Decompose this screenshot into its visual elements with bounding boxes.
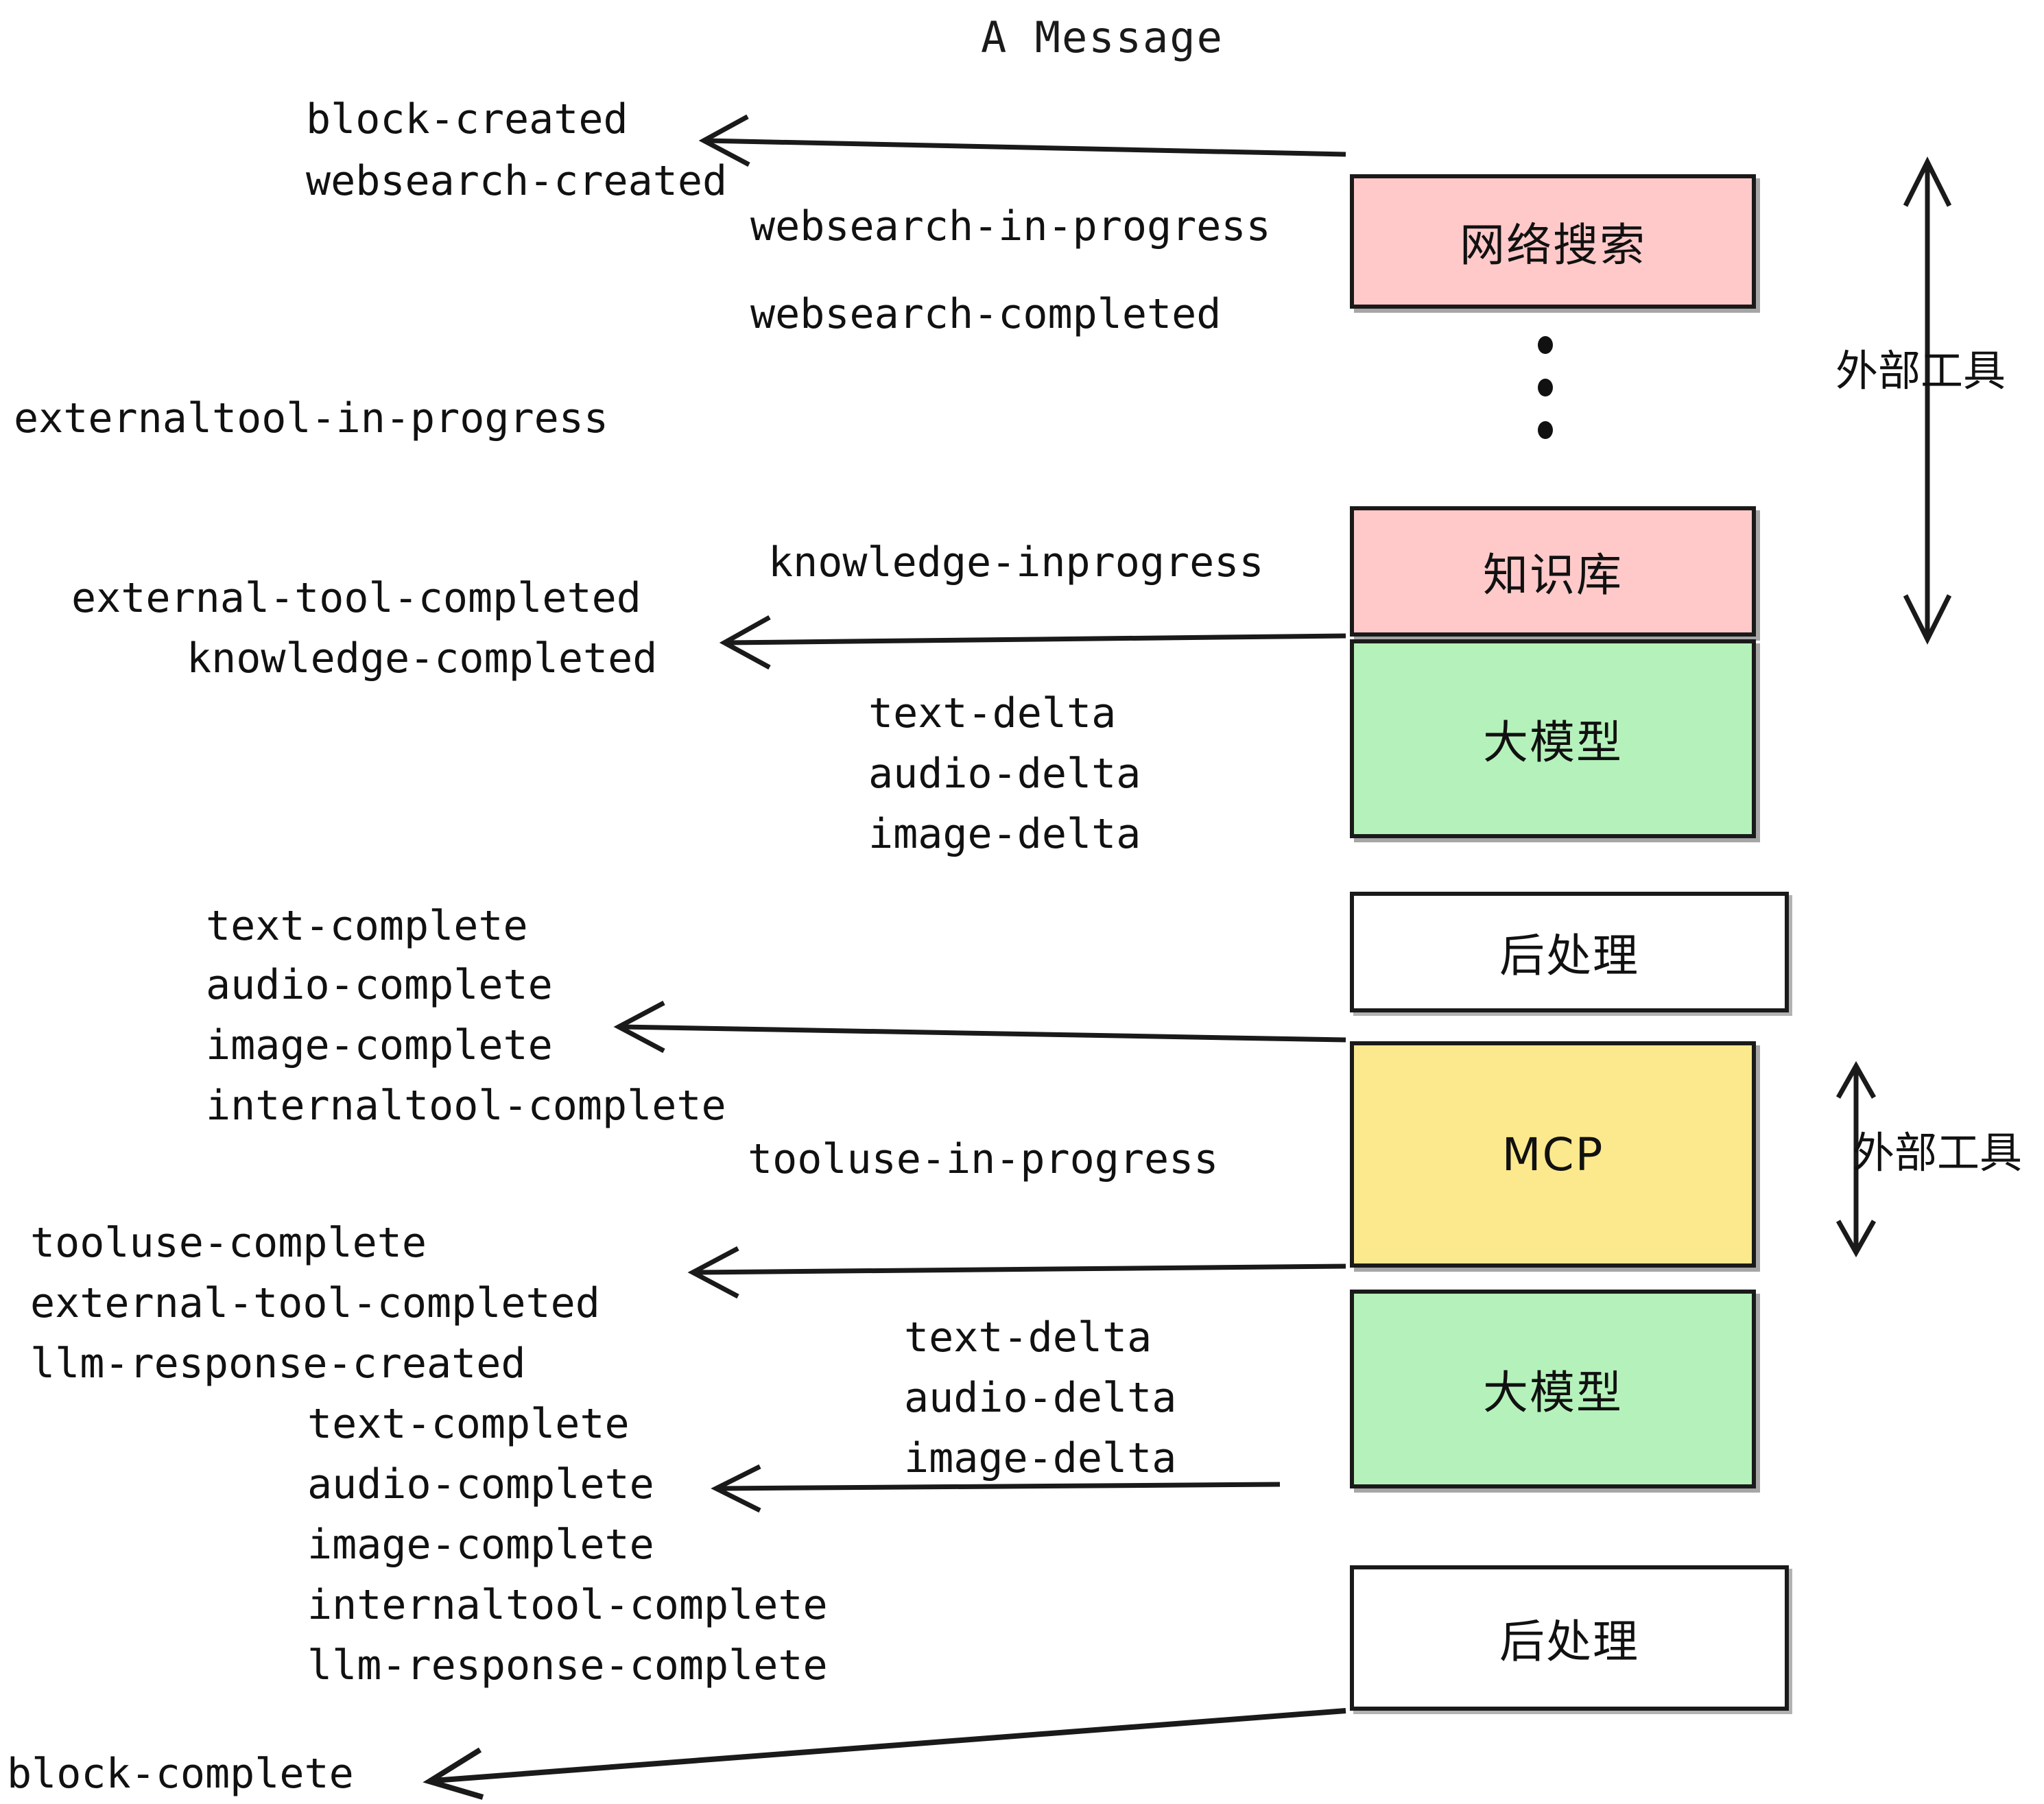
external-tools-bracket-bottom [1835,1060,1877,1258]
arrow-mcp-to-tooluse-complete [687,1246,1346,1299]
event-internaltool-complete-1: internaltool-complete [206,1082,726,1130]
event-text-delta-1: text-delta [868,689,1117,737]
event-image-delta-2: image-delta [904,1434,1177,1482]
event-knowledge-inprogress: knowledge-inprogress [768,538,1264,586]
box-mcp-label: MCP [1501,1128,1604,1181]
event-block-created: block-created [306,95,628,143]
arrow-llm2-to-audiocomplete [711,1464,1281,1513]
event-llm-response-complete: llm-response-complete [307,1641,828,1689]
external-tools-label-top: 外部工具 [1835,346,2006,396]
box-postprocess-2[interactable]: 后处理 [1350,1565,1789,1711]
box-knowledge[interactable]: 知识库 [1350,506,1756,637]
box-postprocess-1-label: 后处理 [1499,929,1639,982]
event-image-complete-1: image-complete [206,1021,553,1069]
box-llm-2-label: 大模型 [1483,1366,1623,1419]
arrow-websearch-to-created [698,114,1346,167]
event-image-complete-2: image-complete [307,1521,654,1569]
event-externaltool-in-progress: externaltool-in-progress [14,394,608,442]
vertical-ellipsis-icon [1538,336,1553,439]
arrow-postprocess2-to-blockcomplete [423,1708,1346,1800]
page-title: A Message [981,12,1224,62]
event-audio-complete-2: audio-complete [307,1460,654,1508]
event-audio-delta-1: audio-delta [868,750,1141,798]
event-websearch-created: websearch-created [306,157,728,205]
event-text-complete-2: text-complete [307,1400,630,1448]
box-knowledge-label: 知识库 [1483,549,1623,602]
event-websearch-completed: websearch-completed [750,290,1222,338]
event-knowledge-completed: knowledge-completed [187,634,658,683]
box-websearch-label: 网络搜索 [1460,219,1646,272]
box-websearch[interactable]: 网络搜索 [1350,174,1756,309]
event-external-tool-completed: external-tool-completed [71,574,641,622]
external-tools-bracket-top [1903,156,1952,645]
event-tooluse-complete: tooluse-complete [30,1219,427,1267]
box-postprocess-1[interactable]: 后处理 [1350,892,1789,1012]
box-llm-1[interactable]: 大模型 [1350,639,1756,838]
event-image-delta-1: image-delta [868,810,1141,858]
event-websearch-in-progress: websearch-in-progress [750,202,1271,250]
box-llm-2[interactable]: 大模型 [1350,1290,1756,1488]
box-mcp[interactable]: MCP [1350,1041,1756,1268]
event-audio-delta-2: audio-delta [904,1374,1177,1422]
event-block-complete: block-complete [7,1750,354,1798]
event-external-tool-completed-2: external-tool-completed [30,1279,600,1327]
event-tooluse-in-progress: tooluse-in-progress [748,1135,1219,1183]
event-internaltool-complete-2: internaltool-complete [307,1581,828,1629]
event-text-delta-2: text-delta [904,1314,1152,1362]
arrow-postprocess1-to-imagecomplete [613,1000,1346,1054]
box-llm-1-label: 大模型 [1483,716,1623,769]
box-postprocess-2-label: 后处理 [1499,1615,1639,1668]
event-llm-response-created: llm-response-created [30,1340,526,1388]
external-tools-label-bottom: 外部工具 [1852,1128,2023,1178]
event-text-complete-1: text-complete [206,902,528,950]
event-audio-complete-1: audio-complete [206,961,553,1009]
arrow-knowledge-to-completed [719,615,1346,670]
